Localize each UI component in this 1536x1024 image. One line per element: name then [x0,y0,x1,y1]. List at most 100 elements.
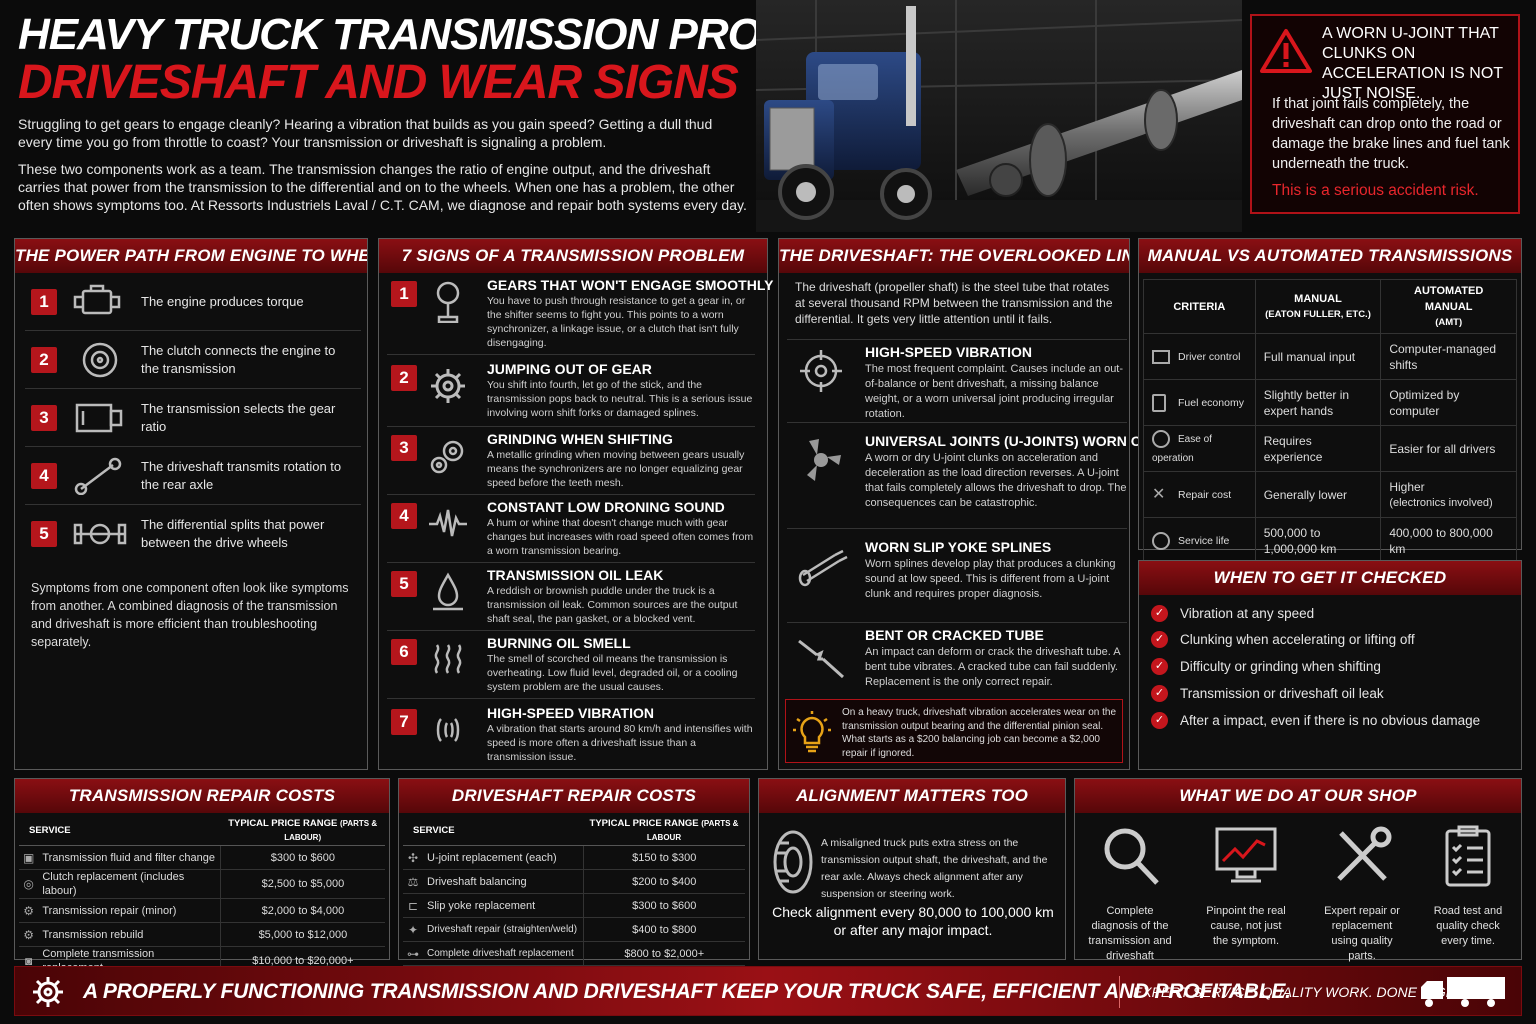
sign-desc: A metallic grinding when moving between … [487,449,745,489]
sign-title: GEARS THAT WON'T ENGAGE SMOOTHLY [487,277,774,293]
sign-item: 1 GEARS THAT WON'T ENGAGE SMOOTHLY You h… [387,277,773,355]
table-row: ▣Transmission fluid and filter change$30… [19,845,385,870]
sign-item: 6 BURNING OIL SMELL The smell of scorche… [387,635,755,699]
sign-title: CONSTANT LOW DRONING SOUND [487,499,725,515]
cost-service: U-joint replacement (each) [423,845,583,870]
step-number: 1 [31,289,57,315]
sound-wave-icon [429,509,467,537]
compare-header-manual-sub: (EATON FULLER, ETC.) [1265,308,1371,320]
compare-auto-sub: (electronics involved) [1389,496,1493,509]
footer-banner: A PROPERLY FUNCTIONING TRANSMISSION AND … [14,966,1522,1016]
check-icon: ✓ [1151,712,1168,729]
power-step: 1 The engine produces torque [25,273,361,331]
sign-number: 3 [391,435,417,461]
shop-title: WHAT WE DO AT OUR SHOP [1075,779,1521,813]
compare-header-auto-label: AUTOMATED MANUAL [1414,284,1484,313]
table-row: ⚖Driveshaft balancing$200 to $400 [403,869,745,894]
check-icon: ✓ [1151,658,1168,675]
cost-service: Complete driveshaft replacement [423,941,583,966]
driveshaft-title: THE DRIVESHAFT: THE OVERLOOKED LINK [779,239,1129,273]
sign-desc: The smell of scorched oil means the tran… [487,653,738,693]
compare-auto: Higher(electronics involved) [1380,471,1517,518]
table-row: ✦Driveshaft repair (straighten/weld)$400… [403,917,745,942]
driveshaft-item: BENT OR CRACKED TUBE An impact can defor… [787,627,1127,697]
checked-item: ✓Difficulty or grinding when shifting [1151,658,1381,675]
cost-price: $200 to $400 [582,869,745,894]
compare-criteria: Ease of operation [1143,425,1256,472]
cost-service: Transmission fluid and filter change [38,845,221,870]
power-step: 5 The differential splits that power bet… [25,505,361,563]
checked-panel: WHEN TO GET IT CHECKED ✓ Vibration at any… [1138,560,1522,770]
power-path-title: THE POWER PATH FROM ENGINE TO WHEELS [15,239,367,273]
drive-col-price-sub: (PARTS & LABOUR [646,819,739,842]
vibration-icon [436,718,460,742]
driveshaft-item: WORN SLIP YOKE SPLINES Worn splines deve… [787,535,1127,623]
stopwatch-icon [1152,531,1170,550]
sign-number: 5 [391,571,417,597]
warning-triangle-icon [1260,29,1312,73]
compare-panel: MANUAL VS AUTOMATED TRANSMISSIONS CRITER… [1138,238,1522,564]
cost-service: Driveshaft repair (straighten/weld) [423,917,583,942]
oil-drop-icon [433,572,463,611]
compare-criteria: Service life [1143,517,1256,564]
warning-box: A WORN U-JOINT THAT CLUNKS ON ACCELERATI… [1250,14,1520,214]
alignment-callout: Check alignment every 80,000 to 100,000 … [772,904,1054,938]
drive-col-price: TYPICAL PRICE RANGE (PARTS & LABOUR [583,817,745,846]
driveshaft-item-desc: Worn splines develop play that produces … [865,558,1116,600]
transmission-icon [75,403,123,433]
compare-criteria: Fuel economy [1143,379,1256,426]
sign-desc: You have to push through resistance to g… [487,295,746,349]
compare-row: ✕Repair cost Generally lower Higher(elec… [1143,471,1517,518]
cost-price: $2,500 to $5,000 [219,869,385,899]
step-number: 4 [31,463,57,489]
step-text: The differential splits that power betwe… [141,517,325,550]
sign-item: 2 JUMPING OUT OF GEAR You shift into fou… [387,361,755,427]
weld-icon: ✦ [403,917,423,942]
compare-auto: Optimized by computer [1380,379,1517,426]
checked-item: ✓After a impact, even if there is no obv… [1151,712,1480,729]
compare-header-auto: AUTOMATED MANUAL(AMT) [1380,279,1517,334]
checked-item-text: Transmission or driveshaft oil leak [1180,686,1384,701]
driveshaft-item-title: UNIVERSAL JOINTS (U-JOINTS) WORN OR DRY [865,433,1185,449]
drive-costs-title: DRIVESHAFT REPAIR COSTS [399,779,749,813]
table-row: ✣U-joint replacement (each)$150 to $300 [403,845,745,870]
heat-waves-icon [434,644,462,674]
compare-row: Fuel economy Slightly better in expert h… [1143,379,1517,426]
compare-header-criteria: CRITERIA [1143,279,1256,334]
compare-criteria-label: Fuel economy [1178,396,1244,409]
step-text: The clutch connects the engine to the tr… [141,343,336,376]
warning-title: A WORN U-JOINT THAT CLUNKS ON ACCELERATI… [1322,25,1503,102]
footer-divider [1119,976,1120,1008]
power-path-panel: THE POWER PATH FROM ENGINE TO WHEELS 1 T… [14,238,368,770]
check-icon: ✓ [1151,685,1168,702]
checked-item-text: Vibration at any speed [1180,606,1315,621]
intro-paragraph-2: These two components work as a team. The… [18,161,747,213]
page-title-line2: DRIVESHAFT AND WEAR SIGNS [18,56,739,109]
wrench-screwdriver-icon [1337,826,1392,881]
cost-price: $800 to $2,000+ [582,941,745,966]
checked-title: WHEN TO GET IT CHECKED [1139,561,1521,595]
shop-item: Complete diagnosis of the transmission a… [1087,823,1173,979]
driveshaft-tip: On a heavy truck, driveshaft vibration a… [842,707,1117,759]
step-text: The transmission selects the gear ratio [141,401,336,434]
tire-icon [773,830,813,894]
u-joint-icon [807,439,841,481]
footer-tagline: EXPERT SERVICE. QUALITY WORK. DONE RIGHT… [1133,984,1468,1000]
cost-price: $300 to $600 [219,845,385,870]
sign-desc: A vibration that starts around 80 km/h a… [487,723,753,763]
shop-item: Pinpoint the real cause, not just the sy… [1203,823,1289,949]
truck-icon [1421,977,1505,1007]
trans-col-price-sub: (PARTS & LABOUR) [284,819,378,842]
dashboard-icon [1152,349,1170,364]
monitor-chart-icon [1215,827,1277,883]
gear-icon: ⚙ [19,922,39,947]
gear-icon [431,369,465,403]
compare-manual: Requires experience [1254,425,1382,472]
alignment-panel: ALIGNMENT MATTERS TOO A misaligned truck… [758,778,1066,960]
shop-item: Road test and quality check every time. [1425,823,1511,949]
engine-icon [73,284,121,315]
step-number: 3 [31,405,57,431]
table-row: ◎Clutch replacement (includes labour)$2,… [19,869,385,899]
